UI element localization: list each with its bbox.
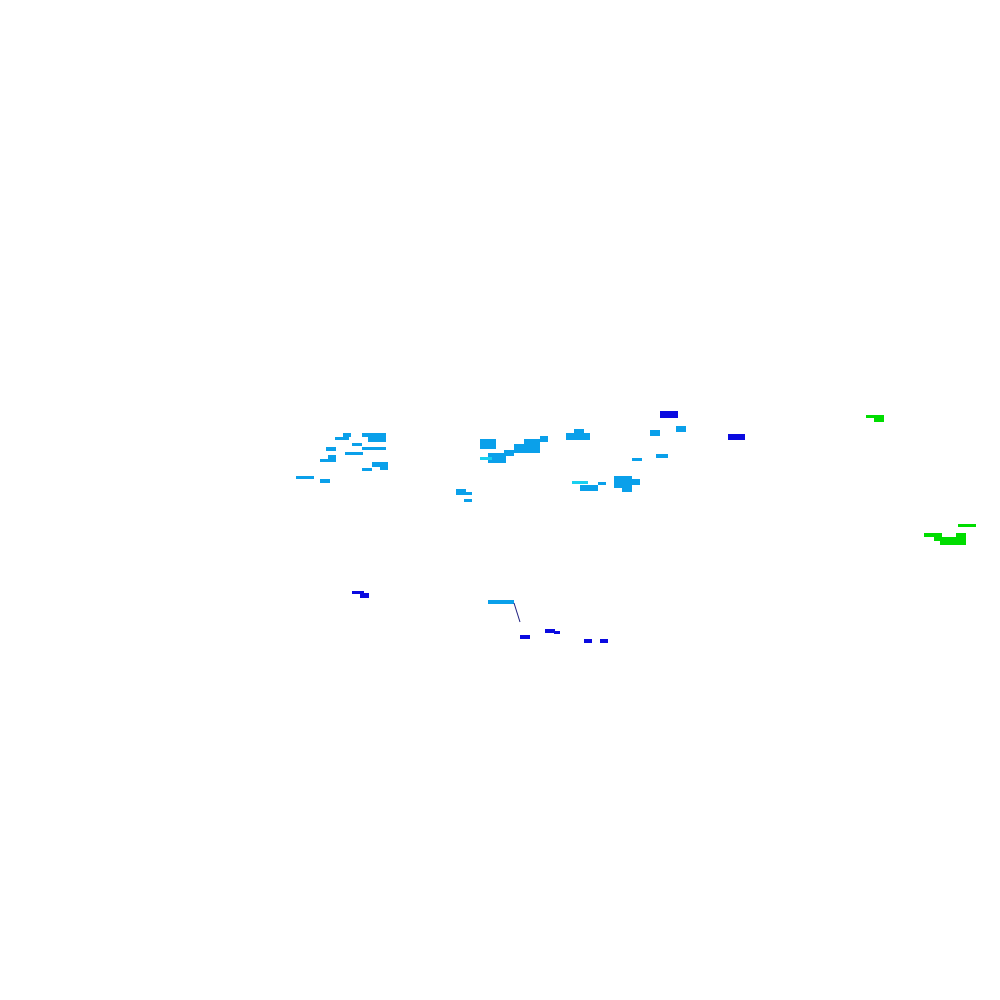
fragment-group-center (456, 426, 686, 604)
fragment (630, 479, 640, 485)
fragment (380, 466, 388, 470)
fragment (362, 433, 386, 437)
fragment-group-blue (352, 411, 745, 643)
fragment (352, 591, 364, 594)
fragment (614, 476, 632, 488)
fragment (352, 443, 362, 446)
fragment-group-cyan (480, 457, 588, 484)
fragment (480, 439, 496, 449)
fragment (566, 433, 590, 440)
fragment (362, 468, 372, 471)
fragment (600, 639, 608, 643)
fragment (296, 476, 314, 479)
fragment (660, 411, 678, 418)
fragment (632, 458, 642, 461)
fragment (488, 600, 514, 604)
fragment (345, 452, 363, 455)
fragment-stroke (513, 602, 521, 623)
fragment (320, 479, 330, 483)
fragment (326, 447, 336, 451)
fragment (362, 447, 386, 450)
fragment (728, 434, 745, 440)
fragment (372, 462, 388, 467)
fragment (462, 492, 472, 495)
fragment-group-left (296, 433, 388, 483)
fragment (598, 482, 606, 485)
fragment (545, 629, 555, 633)
fragment (924, 533, 942, 537)
fragment (958, 524, 976, 527)
fragment (488, 453, 506, 463)
fragment (622, 487, 632, 492)
fragment (956, 533, 966, 538)
fragment (580, 485, 598, 491)
fragment (368, 436, 386, 442)
fragment (464, 499, 472, 502)
fragment (574, 429, 584, 433)
fragment (456, 489, 466, 495)
fragment (554, 631, 560, 634)
fragment (335, 437, 349, 440)
fragment (940, 537, 966, 545)
fragment (524, 439, 540, 445)
fragment (874, 418, 884, 422)
fragment (650, 430, 660, 436)
fragment (584, 639, 592, 643)
fragment (656, 454, 668, 458)
fragment (676, 426, 686, 432)
fragment (514, 444, 540, 453)
fragment (866, 415, 884, 418)
fragment (480, 457, 492, 460)
fragment (504, 450, 514, 456)
fragment (540, 436, 548, 442)
fragment (343, 433, 351, 437)
fragment (520, 635, 530, 639)
fragment-group-green (866, 415, 976, 545)
fragment (328, 455, 336, 459)
fragment (572, 481, 588, 484)
fragment (320, 459, 336, 462)
fragment (360, 593, 369, 598)
